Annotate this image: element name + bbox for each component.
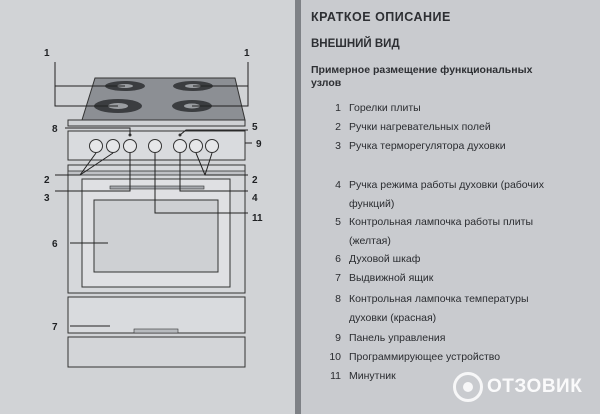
callout-11: 11 bbox=[252, 213, 263, 224]
section-heading: ВНЕШНИЙ ВИД bbox=[311, 38, 400, 50]
oven-window bbox=[93, 199, 219, 273]
callout-7: 7 bbox=[52, 322, 58, 333]
list-item-text: функций) bbox=[349, 198, 395, 210]
list-item-text: Выдвижной ящик bbox=[349, 272, 434, 284]
knob-hob-4 bbox=[205, 139, 219, 153]
list-item-text: духовки (красная) bbox=[349, 312, 437, 324]
plinth bbox=[67, 336, 246, 368]
list-item-number: 9 bbox=[335, 332, 341, 344]
otzovik-logo-icon bbox=[453, 372, 483, 402]
oven-handle bbox=[109, 185, 205, 190]
cooktop-edge bbox=[67, 119, 246, 127]
leader-lines bbox=[54, 62, 252, 327]
list-item-text: Панель управления bbox=[349, 332, 446, 344]
callout-9: 9 bbox=[256, 139, 262, 150]
callout-2-left: 2 bbox=[44, 175, 50, 186]
callout-1-right: 1 bbox=[244, 48, 250, 59]
knob-timer bbox=[148, 139, 162, 153]
drawer bbox=[67, 296, 246, 334]
section-subtitle: Примерное размещение функциональных узло… bbox=[311, 64, 533, 89]
watermark-text: ОТЗОВИК bbox=[487, 376, 583, 397]
list-item-number: 5 bbox=[335, 216, 341, 228]
list-item-number: 3 bbox=[335, 140, 341, 152]
list-item-number: 11 bbox=[330, 370, 341, 382]
knob-oven-temp bbox=[123, 139, 137, 153]
callout-4: 4 bbox=[252, 193, 258, 204]
list-item-text: Ручки нагревательных полей bbox=[349, 121, 491, 133]
knob-hob-2 bbox=[106, 139, 120, 153]
list-item-text: Минутник bbox=[349, 370, 396, 382]
list-item-text: Горелки плиты bbox=[349, 102, 421, 114]
knob-oven-mode bbox=[173, 139, 187, 153]
knob-hob-3 bbox=[189, 139, 203, 153]
list-item-text: Программирующее устройство bbox=[349, 351, 501, 363]
list-item-number: 8 bbox=[335, 293, 341, 305]
list-item-text: (желтая) bbox=[349, 235, 391, 247]
list-item-text: Духовой шкаф bbox=[349, 253, 421, 265]
list-item-number: 10 bbox=[329, 351, 341, 363]
page-title: КРАТКОЕ ОПИСАНИЕ bbox=[311, 10, 451, 24]
list-item-text: Контрольная лампочка работы плиты bbox=[349, 216, 533, 228]
knob-hob-1 bbox=[89, 139, 103, 153]
left-page-diagram: 1 1 8 5 9 2 2 3 4 11 6 7 bbox=[0, 0, 295, 414]
callout-8: 8 bbox=[52, 124, 58, 135]
callout-6: 6 bbox=[52, 239, 58, 250]
list-item-number: 4 bbox=[335, 179, 341, 191]
list-item-text: Контрольная лампочка температуры bbox=[349, 293, 529, 305]
list-item-number: 6 bbox=[335, 253, 341, 265]
list-item-number: 1 bbox=[335, 102, 341, 114]
callout-1-left: 1 bbox=[44, 48, 50, 59]
callout-2-right: 2 bbox=[252, 175, 258, 186]
otzovik-watermark: ОТЗОВИК bbox=[453, 372, 582, 402]
list-item-number: 2 bbox=[335, 121, 341, 133]
callout-5: 5 bbox=[252, 122, 258, 133]
stove-diagram: 1 1 8 5 9 2 2 3 4 11 6 7 bbox=[44, 48, 263, 368]
callout-3: 3 bbox=[44, 193, 50, 204]
list-item-number: 7 bbox=[335, 272, 341, 284]
list-item-text: Ручка режима работы духовки (рабочих bbox=[349, 179, 544, 191]
right-page-text: КРАТКОЕ ОПИСАНИЕ ВНЕШНИЙ ВИД Примерное р… bbox=[301, 0, 600, 414]
list-item-text: Ручка терморегулятора духовки bbox=[349, 140, 506, 152]
